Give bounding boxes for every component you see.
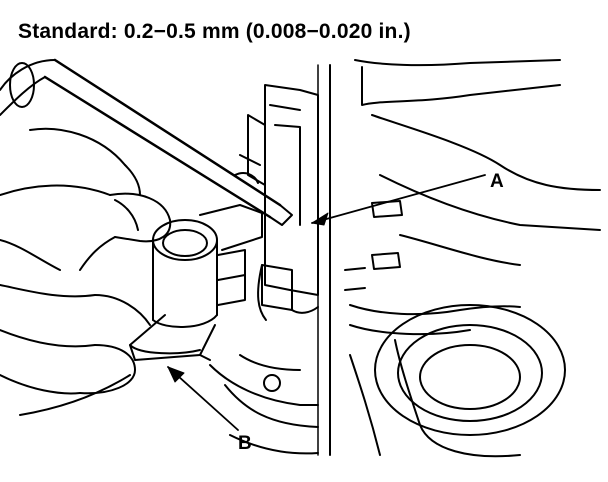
- clearance-measurement-illustration: [0, 58, 601, 458]
- lower-casting: [209, 354, 319, 455]
- standard-specification: Standard: 0.2−0.5 mm (0.008−0.020 in.): [18, 20, 411, 44]
- feeler-gauge: [0, 58, 293, 226]
- leader-line-b: [167, 366, 239, 431]
- spec-value: 0.2−0.5 mm (0.008−0.020 in.): [123, 20, 411, 43]
- callout-label-a: A: [490, 171, 504, 192]
- housing-casting: [317, 59, 601, 458]
- hand-holding-part: [0, 127, 172, 416]
- slider-part-b: [129, 204, 263, 361]
- fork-plate-part-a: [234, 84, 319, 321]
- callout-label-b: B: [238, 433, 252, 454]
- leader-line-a: [311, 174, 486, 226]
- spec-label: Standard:: [18, 20, 118, 43]
